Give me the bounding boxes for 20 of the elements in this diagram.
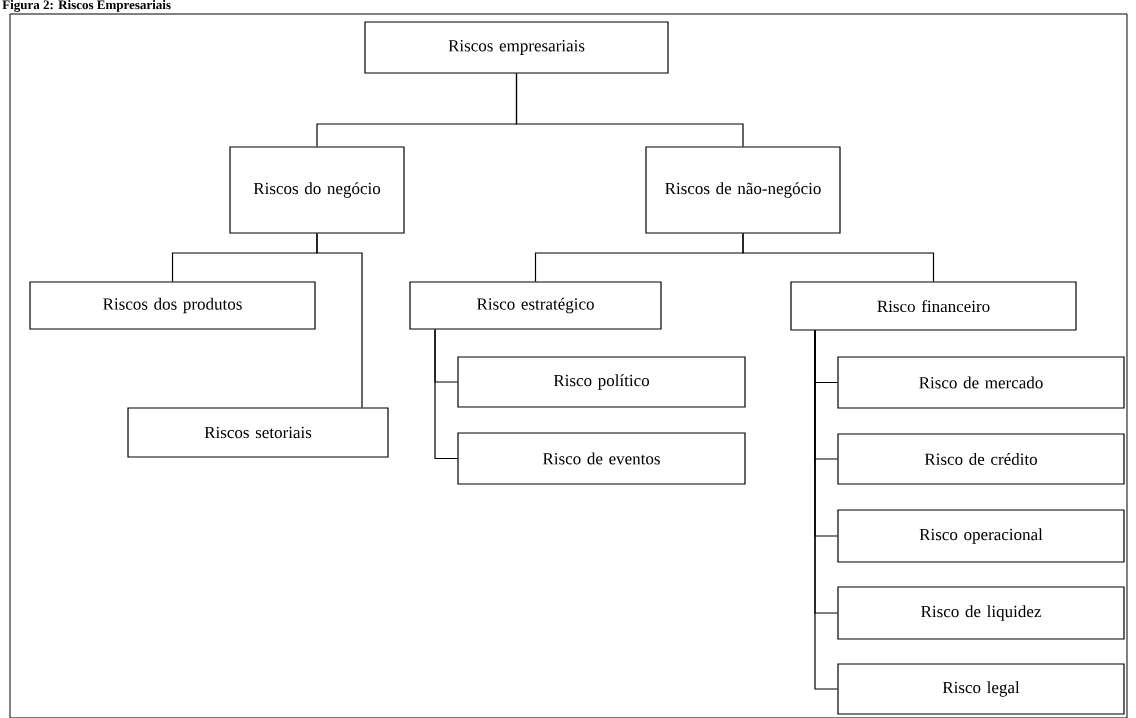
box: Risco financeiro xyxy=(790,281,1077,331)
connector xyxy=(814,330,838,690)
box: Risco de crédito xyxy=(837,433,1125,485)
box: Riscos empresariais xyxy=(364,21,669,74)
box: Risco de eventos xyxy=(457,432,746,485)
box: Risco de mercado xyxy=(837,356,1125,409)
box: Risco legal xyxy=(837,663,1125,715)
connector xyxy=(742,233,935,282)
box: Riscos dos produtos xyxy=(29,281,316,330)
figure-title: Figura 2: Riscos Empresariais xyxy=(2,0,171,12)
box: Riscos de não-negócio xyxy=(645,146,841,234)
box: Riscos do negócio xyxy=(229,146,405,234)
box: Riscos setoriais xyxy=(127,407,389,458)
box: Risco de liquidez xyxy=(837,586,1125,640)
box: Risco político xyxy=(457,356,746,408)
connector xyxy=(515,73,744,147)
connector xyxy=(434,329,458,460)
box: Risco operacional xyxy=(837,509,1125,563)
box: Risco estratégico xyxy=(409,281,662,330)
connector xyxy=(316,233,363,408)
